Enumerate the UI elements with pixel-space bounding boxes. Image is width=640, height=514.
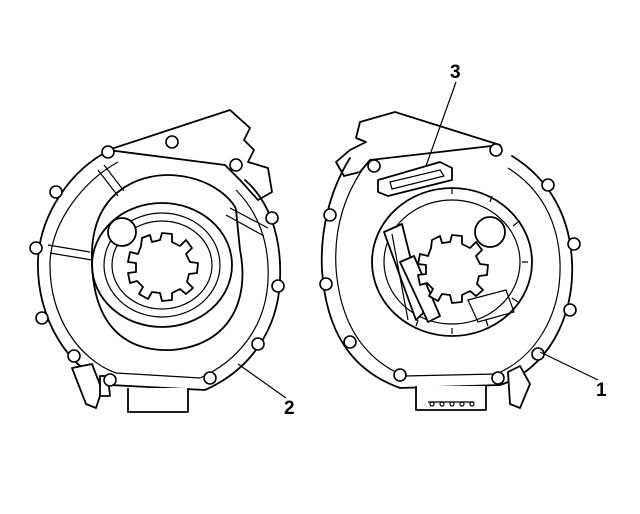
bolt bbox=[491, 371, 505, 385]
right-passage-window bbox=[377, 161, 453, 197]
leader-line-1 bbox=[539, 351, 599, 381]
housing-left bbox=[29, 109, 285, 413]
bolt bbox=[489, 143, 503, 157]
bolt bbox=[229, 158, 243, 172]
bolt bbox=[531, 347, 545, 361]
bolt bbox=[367, 159, 381, 173]
housing-right bbox=[319, 111, 581, 411]
bolt bbox=[203, 371, 217, 385]
bolt bbox=[49, 185, 63, 199]
lug-hole bbox=[449, 401, 455, 407]
leader-line-3 bbox=[425, 81, 457, 167]
right-boss bbox=[474, 216, 506, 248]
left-ring-inner bbox=[111, 220, 213, 310]
bolt bbox=[35, 311, 49, 325]
bolt bbox=[271, 279, 285, 293]
right-spline-bore bbox=[417, 234, 489, 304]
bolt bbox=[567, 237, 581, 251]
lug-hole bbox=[439, 401, 445, 407]
right-outer-flange bbox=[320, 155, 574, 389]
bolt bbox=[103, 373, 117, 387]
bolt bbox=[165, 135, 179, 149]
right-rib bbox=[391, 233, 515, 323]
callout-label-2: 2 bbox=[284, 398, 295, 419]
bolt bbox=[265, 211, 279, 225]
left-shroud-lines bbox=[47, 164, 269, 261]
right-bolts bbox=[319, 143, 581, 385]
callout-2: 2 bbox=[237, 363, 295, 419]
bolt bbox=[101, 145, 115, 159]
left-bottom-lug bbox=[127, 388, 189, 413]
right-internal-web-2 bbox=[399, 255, 441, 323]
right-cavity-studs bbox=[415, 188, 528, 334]
left-boss bbox=[107, 217, 137, 247]
right-top-bracket bbox=[335, 111, 501, 177]
right-fitting bbox=[507, 365, 531, 409]
bolt bbox=[323, 208, 337, 222]
left-ring-outer bbox=[91, 202, 233, 328]
bolt bbox=[343, 335, 357, 349]
left-spline-bore bbox=[127, 232, 199, 302]
bolt bbox=[541, 178, 555, 192]
leader-line-2 bbox=[237, 363, 287, 399]
left-bolts bbox=[29, 135, 285, 387]
right-cavity-inner bbox=[383, 199, 521, 325]
left-fitting bbox=[71, 363, 103, 409]
bolt bbox=[563, 303, 577, 317]
callout-label-3: 3 bbox=[450, 62, 461, 83]
callout-3: 3 bbox=[425, 62, 461, 167]
bolt bbox=[29, 241, 43, 255]
lug-hole bbox=[469, 401, 475, 407]
bolt bbox=[251, 337, 265, 351]
bolt bbox=[67, 349, 81, 363]
callout-1: 1 bbox=[539, 351, 607, 401]
left-body-ring bbox=[91, 174, 244, 351]
callout-label-1: 1 bbox=[596, 380, 607, 401]
lug-hole bbox=[459, 401, 465, 407]
left-ring-mid bbox=[103, 212, 221, 318]
right-passage-inner bbox=[389, 169, 445, 190]
left-inner-flange bbox=[49, 161, 269, 379]
lug-hole bbox=[429, 401, 435, 407]
left-top-bracket bbox=[107, 109, 273, 201]
bolt bbox=[393, 368, 407, 382]
bolt bbox=[319, 277, 333, 291]
